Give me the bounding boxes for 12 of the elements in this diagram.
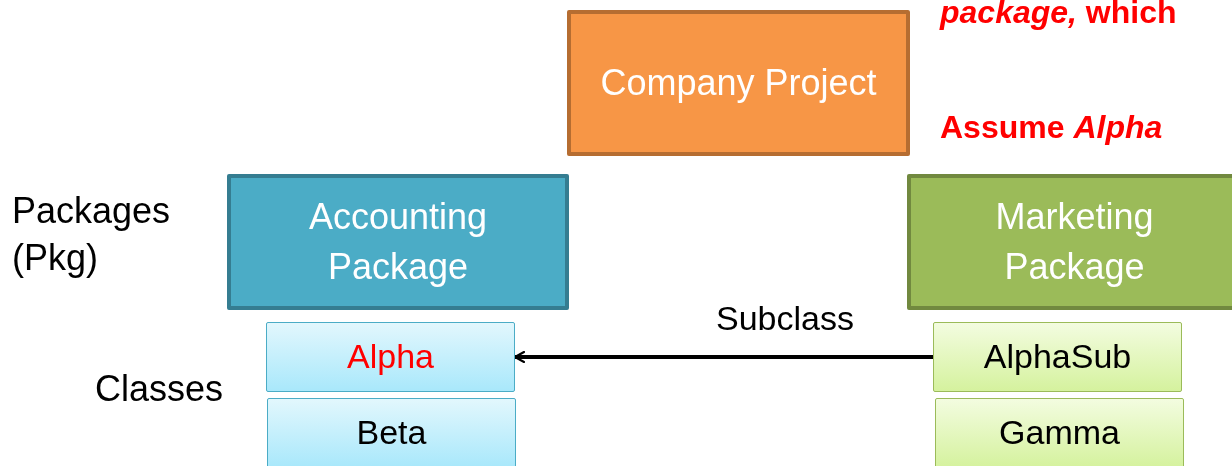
arrow <box>513 350 933 364</box>
package-box: Marketing Package <box>907 174 1232 310</box>
note-text: package, which <box>940 0 1177 32</box>
class-box: AlphaSub <box>933 322 1182 392</box>
class-box: Gamma <box>935 398 1184 466</box>
row-label: Packages (Pkg) <box>12 189 172 280</box>
project-box: Company Project <box>567 10 910 156</box>
row-label: Classes <box>95 367 224 411</box>
note-text: Assume Alpha <box>940 108 1163 147</box>
package-box: Accounting Package <box>227 174 569 310</box>
class-box: Beta <box>267 398 516 466</box>
class-box: Alpha <box>266 322 515 392</box>
